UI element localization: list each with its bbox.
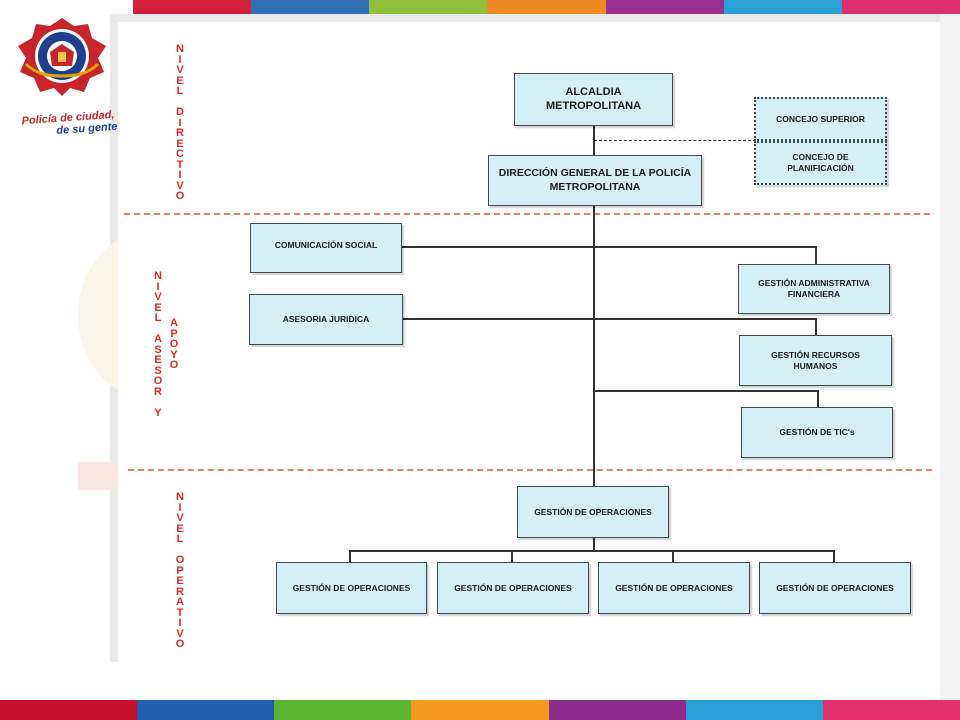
box-concejo-superior: CONCEJO SUPERIOR — [754, 97, 887, 141]
level-letter: R — [176, 127, 184, 139]
level-letter: T — [176, 606, 184, 619]
box-gestion-recursos-humanos: GESTIÓN RECURSOS HUMANOS — [739, 335, 892, 386]
watermark-bar — [78, 462, 118, 490]
level-letter: L — [154, 312, 162, 324]
box-gestion-operaciones-main: GESTIÓN DE OPERACIONES — [517, 486, 669, 538]
level-letter: V — [176, 179, 184, 192]
level-letter: V — [176, 627, 184, 640]
box-gestion-operaciones-4: GESTIÓN DE OPERACIONES — [759, 562, 911, 614]
box-comunicacion-social: COMUNICACIÓN SOCIAL — [250, 223, 402, 273]
connector-tics — [594, 390, 818, 392]
level-letter: A — [170, 317, 178, 329]
level-letter: I — [178, 617, 182, 629]
box-alcaldia-metropolitana: ALCALDIA METROPOLITANA — [514, 73, 673, 126]
connector-gestion-admin-drop — [815, 246, 817, 265]
connector-op2-drop — [511, 550, 513, 563]
divider-asesor-operativo — [128, 469, 932, 471]
divider-directivo-asesor — [124, 213, 930, 215]
connector-asesoria — [400, 318, 816, 320]
level-letter: O — [175, 554, 185, 566]
level-letter: O — [175, 190, 185, 202]
connector-operaciones-bar — [349, 550, 835, 552]
level-letter: S — [154, 343, 162, 356]
level-letter: E — [176, 74, 184, 87]
level-letter: E — [154, 354, 162, 366]
connector-rrhh-drop — [815, 318, 817, 336]
level-letter: E — [154, 301, 162, 314]
level-letter: O — [153, 375, 163, 387]
level-letter: P — [170, 327, 178, 340]
level-letter: P — [176, 564, 184, 577]
level-letter: N — [176, 491, 184, 503]
level-letter: N — [176, 43, 184, 55]
level-letter: I — [156, 280, 160, 293]
level-letter: D — [176, 106, 184, 118]
connector-alcaldia-direccion — [593, 126, 595, 156]
connector-tics-drop — [817, 390, 819, 408]
level-letter: O — [169, 338, 179, 350]
level-letter: I — [178, 116, 182, 129]
level-letter: Y — [154, 406, 162, 419]
level-letter: V — [176, 512, 184, 524]
connector-main-trunk — [593, 205, 595, 487]
level-letter: R — [154, 385, 162, 398]
right-margin — [940, 14, 960, 700]
box-direccion-general: DIRECCIÓN GENERAL DE LA POLICÍA METROPOL… — [488, 155, 702, 206]
level-letter — [152, 397, 164, 408]
connector-op3-drop — [672, 550, 674, 563]
box-gestion-operaciones-3: GESTIÓN DE OPERACIONES — [598, 562, 750, 614]
level-letter: I — [178, 501, 182, 514]
level-letter: C — [176, 148, 184, 160]
box-asesoria-juridica: ASESORIA JURIDICA — [249, 294, 403, 345]
level-letter: V — [154, 291, 162, 303]
level-letter: V — [176, 64, 184, 76]
box-concejo-planificacion: CONCEJO DE PLANIFICACIÓN — [754, 141, 887, 185]
level-letter: E — [176, 575, 184, 587]
connector-operaciones-down — [593, 537, 595, 551]
box-gestion-operaciones-1: GESTIÓN DE OPERACIONES — [276, 562, 427, 614]
level-letter: L — [176, 533, 184, 545]
level-letter: Y — [170, 348, 178, 361]
level-letter: I — [178, 53, 182, 66]
connector-op1-drop — [349, 550, 351, 563]
box-gestion-tics: GESTIÓN DE TIC's — [741, 407, 893, 458]
level-letter: I — [178, 169, 182, 181]
level-letter: R — [176, 585, 184, 598]
level-letter: O — [169, 359, 179, 371]
level-letter: S — [154, 364, 162, 377]
police-badge-icon — [18, 18, 106, 96]
box-gestion-administrativa: GESTIÓN ADMINISTRATIVA FINANCIERA — [738, 264, 890, 314]
level-letter: L — [176, 85, 184, 97]
top-color-stripe — [133, 0, 960, 14]
bottom-color-stripe — [0, 700, 960, 720]
level-letter: E — [176, 522, 184, 535]
box-gestion-operaciones-2: GESTIÓN DE OPERACIONES — [437, 562, 589, 614]
connector-op4-drop — [833, 550, 835, 563]
level-letter: O — [175, 638, 185, 650]
connector-concejo — [594, 140, 756, 141]
connector-comunicacion — [400, 246, 816, 248]
level-letter: N — [154, 270, 162, 282]
level-letter: A — [154, 333, 162, 345]
level-letter: E — [176, 137, 184, 150]
level-letter: T — [176, 158, 184, 171]
level-letter: A — [176, 596, 184, 608]
